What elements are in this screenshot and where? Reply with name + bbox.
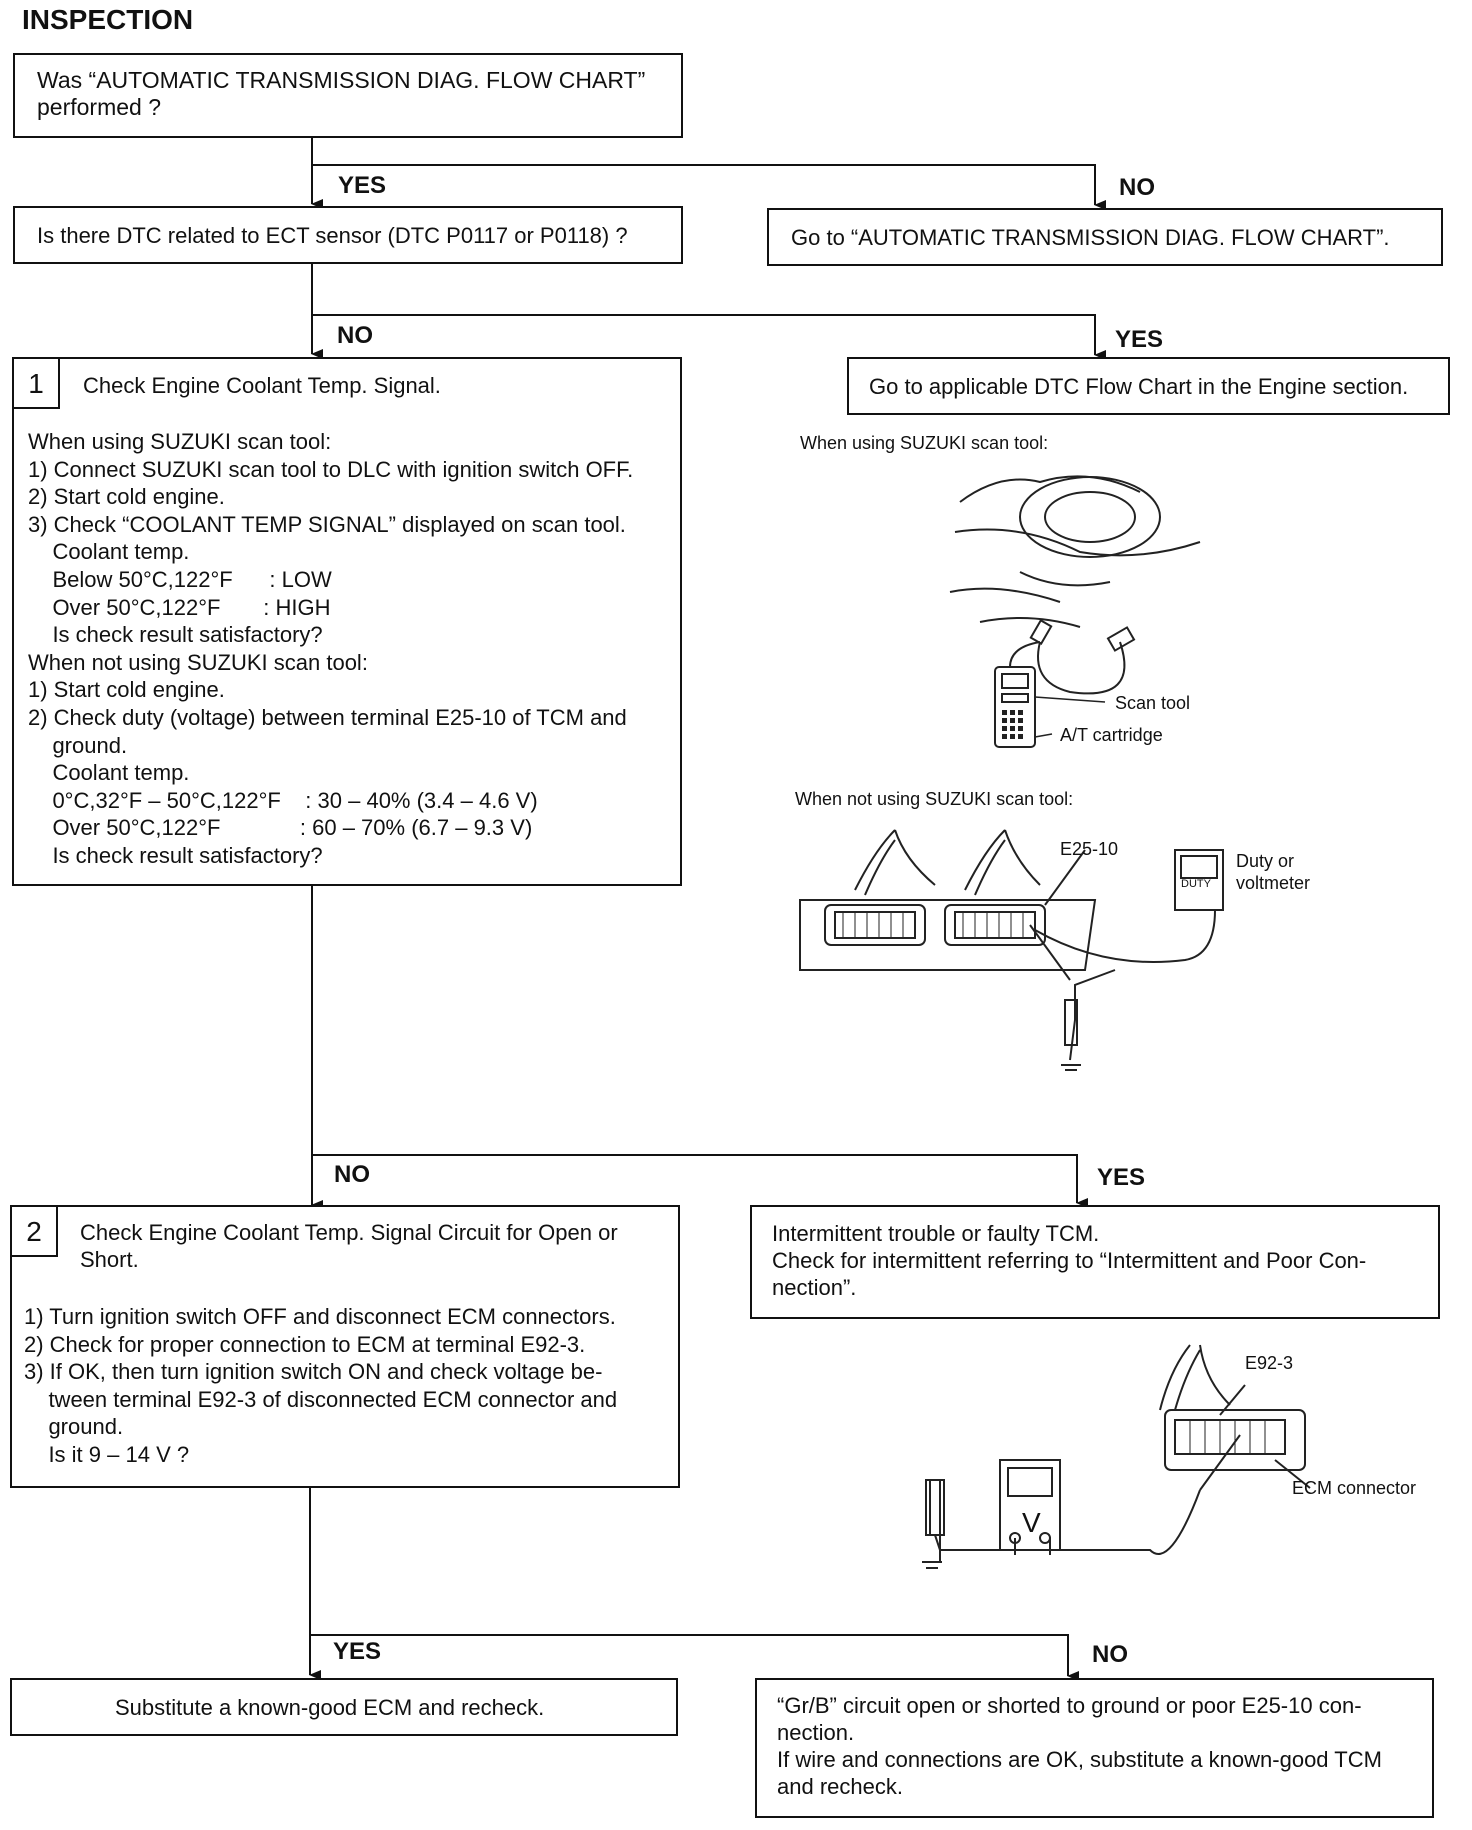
question-flowchart-performed: Was “AUTOMATIC TRANSMISSION DIAG. FLOW C… bbox=[13, 53, 683, 138]
grb-circuit-box: “Gr/B” circuit open or shorted to ground… bbox=[755, 1678, 1434, 1818]
step1-body: When using SUZUKI scan tool: 1) Connect … bbox=[28, 429, 634, 868]
step1-number: 1 bbox=[14, 359, 60, 409]
fig1-caption-scan: When using SUZUKI scan tool: bbox=[800, 433, 1049, 453]
goto-dtc-box: Go to applicable DTC Flow Chart in the E… bbox=[847, 357, 1450, 415]
duty-voltmeter-label: Duty or voltmeter bbox=[1236, 851, 1311, 893]
substitute-ecm-text: Substitute a known-good ECM and recheck. bbox=[115, 1695, 545, 1720]
scan-tool-illustration bbox=[949, 475, 1201, 748]
yes-label-3: YES bbox=[1097, 1164, 1146, 1191]
at-cartridge-label: A/T cartridge bbox=[1060, 725, 1163, 745]
step2-number: 2 bbox=[12, 1207, 58, 1257]
no-label-4: NO bbox=[1092, 1641, 1128, 1668]
step2-box: 2 Check Engine Coolant Temp. Signal Circ… bbox=[10, 1205, 680, 1488]
question-dtc-text: Is there DTC related to ECT sensor (DTC … bbox=[37, 223, 628, 248]
step1-box: 1 Check Engine Coolant Temp. Signal. Whe… bbox=[12, 357, 682, 886]
e25-10-label: E25-10 bbox=[1060, 839, 1119, 859]
no-label-2: NO bbox=[337, 322, 373, 349]
intermittent-text: Intermittent trouble or faulty TCM. Chec… bbox=[772, 1221, 1367, 1300]
step1-title: Check Engine Coolant Temp. Signal. bbox=[83, 373, 441, 398]
question-flowchart-performed-text: Was “AUTOMATIC TRANSMISSION DIAG. FLOW C… bbox=[37, 67, 646, 120]
goto-flowchart-text: Go to “AUTOMATIC TRANSMISSION DIAG. FLOW… bbox=[791, 225, 1390, 250]
intermittent-box: Intermittent trouble or faulty TCM. Chec… bbox=[750, 1205, 1440, 1319]
voltmeter-v-label: V bbox=[1022, 1507, 1041, 1538]
ecm-connector-label: ECM connector bbox=[1292, 1478, 1417, 1498]
goto-flowchart-box: Go to “AUTOMATIC TRANSMISSION DIAG. FLOW… bbox=[767, 208, 1443, 266]
no-label-1: NO bbox=[1119, 174, 1155, 201]
yes-label-1: YES bbox=[338, 172, 387, 199]
tcm-connector-illustration bbox=[799, 829, 1224, 1071]
e92-3-label: E92-3 bbox=[1245, 1353, 1294, 1373]
yes-label-4: YES bbox=[333, 1638, 382, 1665]
ecm-connector-illustration bbox=[922, 1344, 1311, 1569]
no-label-3: NO bbox=[334, 1161, 370, 1188]
fig1-caption-noscan: When not using SUZUKI scan tool: bbox=[795, 789, 1074, 809]
grb-circuit-text: “Gr/B” circuit open or shorted to ground… bbox=[777, 1693, 1382, 1799]
goto-dtc-text: Go to applicable DTC Flow Chart in the E… bbox=[869, 374, 1409, 399]
step2-title: Check Engine Coolant Temp. Signal Circui… bbox=[80, 1220, 618, 1272]
substitute-ecm-box: Substitute a known-good ECM and recheck. bbox=[10, 1678, 678, 1736]
scan-tool-label: Scan tool bbox=[1115, 693, 1191, 713]
page-heading: INSPECTION bbox=[22, 4, 194, 35]
duty-display-label: DUTY bbox=[1181, 878, 1211, 890]
step2-body: 1) Turn ignition switch OFF and disconne… bbox=[24, 1304, 618, 1467]
question-dtc: Is there DTC related to ECT sensor (DTC … bbox=[13, 206, 683, 264]
yes-label-2: YES bbox=[1115, 326, 1164, 353]
